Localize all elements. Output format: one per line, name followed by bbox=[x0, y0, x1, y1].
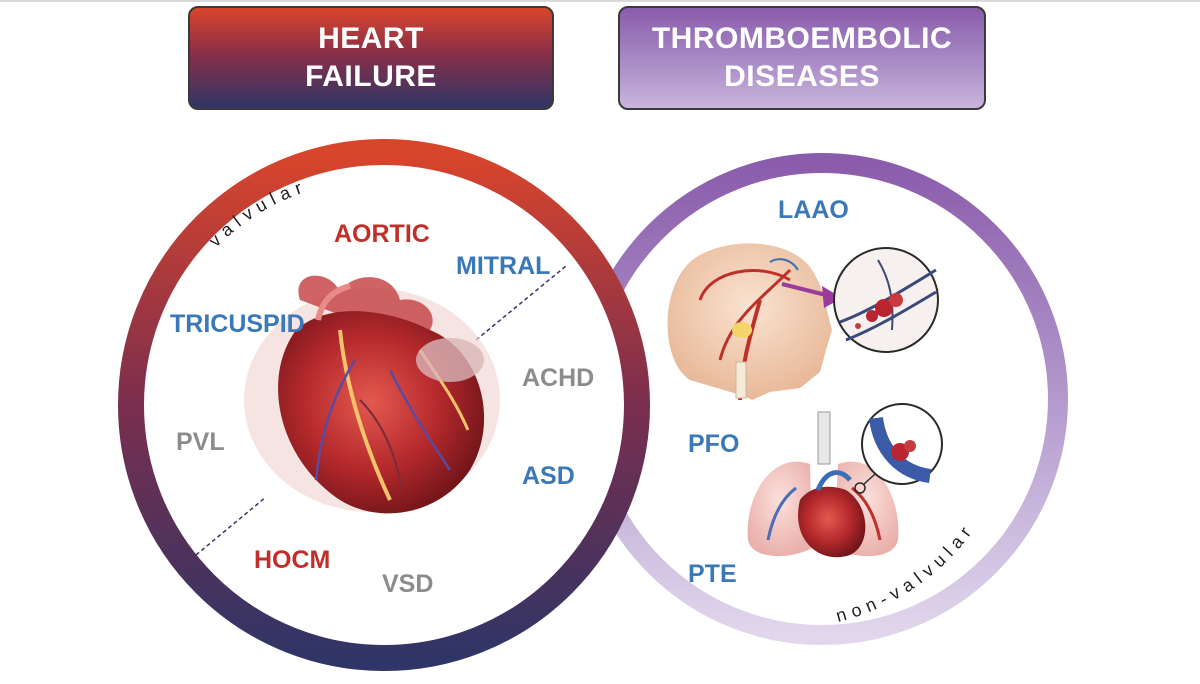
heart-failure-header: HEART FAILURE bbox=[188, 6, 554, 110]
heart-illustration bbox=[244, 275, 500, 514]
thromboembolic-title-line2: DISEASES bbox=[724, 60, 880, 93]
label-mitral: MITRAL bbox=[456, 252, 551, 280]
clot-magnified-icon bbox=[833, 247, 939, 353]
label-achd: ACHD bbox=[522, 364, 595, 392]
label-pvl: PVL bbox=[176, 428, 225, 456]
divider-line-upper bbox=[475, 265, 567, 341]
label-laao: LAAO bbox=[778, 196, 849, 224]
divider-line-lower bbox=[195, 496, 267, 556]
label-pte: PTE bbox=[688, 560, 737, 588]
label-vsd: VSD bbox=[382, 570, 434, 598]
thromboembolic-ring bbox=[576, 153, 1068, 645]
label-tricuspid: TRICUSPID bbox=[170, 310, 305, 338]
label-hocm: HOCM bbox=[254, 546, 331, 574]
brain-stroke-illustration bbox=[667, 243, 842, 401]
lungs-heart-illustration bbox=[747, 411, 899, 558]
label-aortic: AORTIC bbox=[334, 220, 430, 248]
thromboembolic-header: THROMBOEMBOLIC DISEASES bbox=[618, 6, 986, 110]
label-asd: ASD bbox=[522, 462, 575, 490]
top-border-line bbox=[0, 0, 1200, 2]
vein-clot-magnified-icon bbox=[861, 403, 943, 485]
thromboembolic-title-line1: THROMBOEMBOLIC bbox=[651, 22, 953, 55]
label-pfo: PFO bbox=[688, 430, 740, 458]
heart-failure-title-line1: HEART bbox=[318, 22, 424, 55]
heart-failure-title-line2: FAILURE bbox=[305, 60, 437, 93]
